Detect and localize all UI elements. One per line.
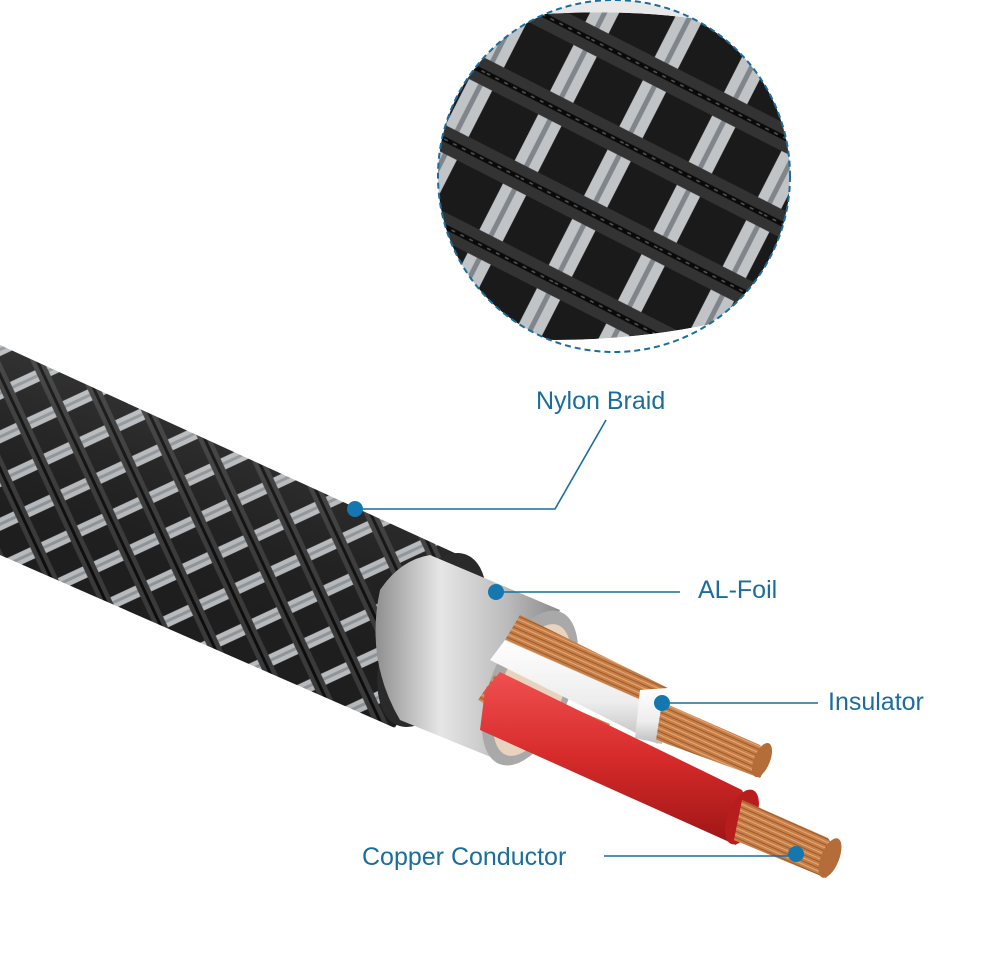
label-al-foil: AL-Foil — [698, 576, 777, 604]
callout-dot — [788, 846, 804, 862]
zoom-circle-border — [437, 0, 791, 353]
callout-dot — [347, 501, 363, 517]
callout-nylon-braid: Nylon Braid — [347, 387, 665, 517]
red-insulator — [480, 672, 748, 845]
label-nylon-braid: Nylon Braid — [536, 387, 665, 415]
lower-copper-tip — [734, 800, 835, 878]
braid-zoom-circle — [437, 0, 791, 353]
braided-cable — [0, 345, 842, 878]
callout-dot — [488, 584, 504, 600]
callout-insulator: Insulator — [654, 688, 924, 716]
label-insulator: Insulator — [828, 688, 924, 716]
label-copper-conductor: Copper Conductor — [362, 843, 566, 871]
callout-dot — [654, 695, 670, 711]
upper-copper-strands — [505, 615, 668, 718]
callout-copper-conductor: Copper Conductor — [362, 843, 804, 871]
upper-copper-tip — [656, 702, 766, 778]
white-insulator — [490, 640, 668, 744]
callout-al-foil: AL-Foil — [488, 576, 777, 604]
